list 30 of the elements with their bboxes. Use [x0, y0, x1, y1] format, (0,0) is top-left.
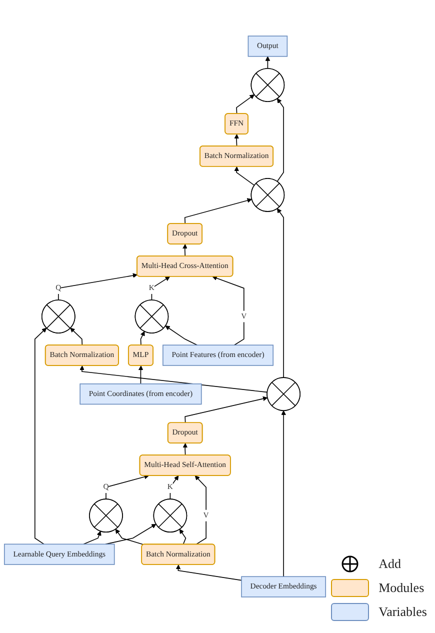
arrow [212, 276, 244, 346]
arrow [115, 528, 144, 545]
arrow [106, 474, 149, 500]
arrow [58, 273, 138, 300]
arrow [105, 524, 156, 545]
arrow [236, 94, 255, 114]
arrow [165, 326, 198, 346]
arrow [140, 331, 145, 346]
legend-label: Variables [378, 604, 427, 620]
arrow [176, 564, 242, 581]
arrow [80, 366, 268, 393]
arrow [182, 244, 188, 257]
arrow [182, 443, 188, 456]
arrow [276, 98, 284, 182]
arrow [34, 328, 47, 545]
arrow [83, 530, 102, 545]
arrow [151, 276, 170, 300]
arrow [234, 166, 255, 186]
arrow [184, 198, 252, 224]
legend-label: Add [378, 556, 402, 572]
arrow [234, 134, 239, 147]
arrow [184, 396, 268, 424]
legend-label: Modules [378, 580, 424, 596]
arrow [281, 410, 286, 578]
arrow [276, 208, 284, 378]
arrow [194, 475, 206, 545]
arrow [70, 328, 83, 346]
arrow [179, 528, 186, 545]
arrow [265, 56, 270, 69]
arrow [138, 366, 144, 384]
